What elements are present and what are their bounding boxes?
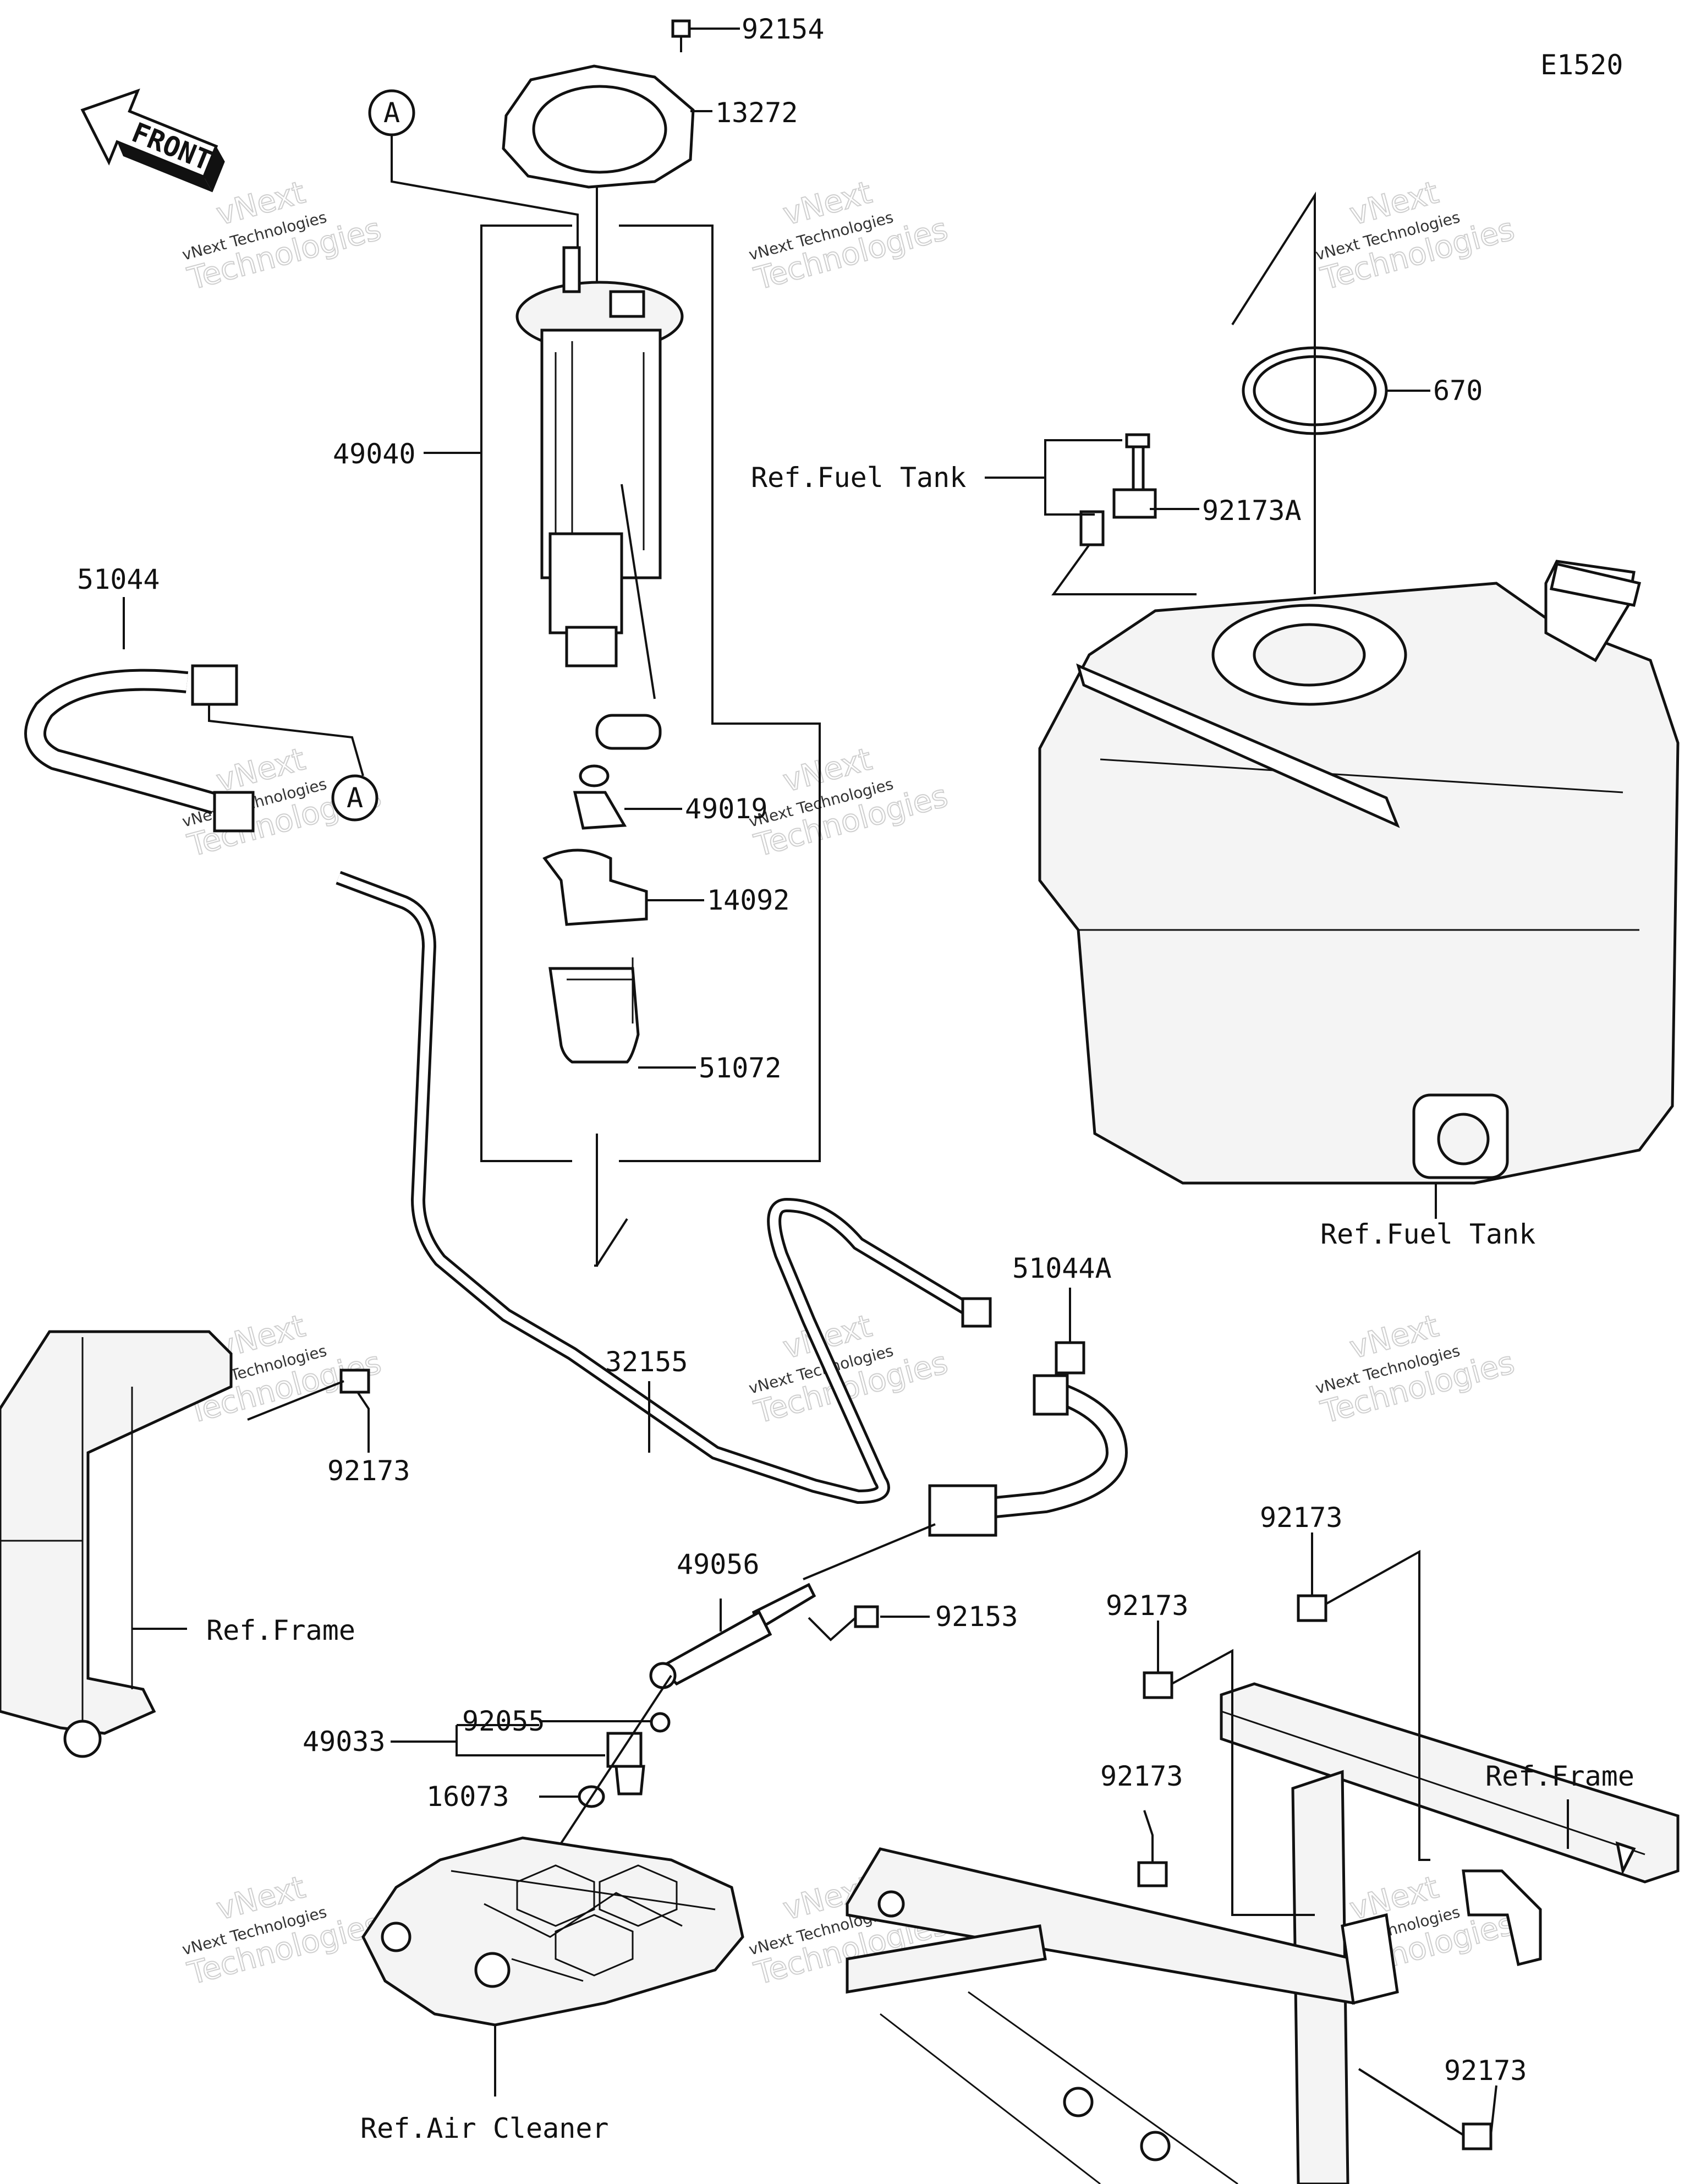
label-92173-top: 92173 [1260, 1502, 1343, 1534]
label-49019: 49019 [685, 793, 768, 825]
ref-fuel-tank-bottom: Ref.Fuel Tank [1320, 1218, 1535, 1250]
ref-air-cleaner: Ref.Air Cleaner [360, 2112, 609, 2144]
label-49040: 49040 [333, 438, 416, 470]
front-arrow-icon: FRONT [80, 88, 225, 193]
label-92173a: 92173A [1202, 495, 1302, 527]
label-670: 670 [1433, 375, 1483, 407]
frame-left [0, 1330, 370, 1758]
label-13272: 13272 [715, 97, 798, 129]
label-51072: 51072 [699, 1052, 782, 1084]
label-92173-mid: 92173 [1106, 1590, 1189, 1622]
fuel-tank [985, 191, 1680, 1219]
air-cleaner [361, 1836, 744, 2097]
label-16073: 16073 [426, 1781, 509, 1813]
hose-51044a [649, 1288, 1128, 1689]
label-92055: 92055 [462, 1705, 545, 1737]
ref-circle-a-top: A [368, 89, 579, 248]
svg-text:A: A [347, 782, 363, 814]
label-92173-bottom: 92173 [1444, 2055, 1527, 2087]
ref-frame-left: Ref.Frame [206, 1614, 355, 1646]
label-92153: 92153 [935, 1601, 1018, 1633]
diagram-code: E1520 [1540, 49, 1623, 81]
ref-frame-right: Ref.Frame [1485, 1760, 1634, 1792]
fuel-pipe-32155 [336, 871, 972, 1504]
part-labels: 92154 13272 49040 670 92173A 51044 49019… [77, 13, 1634, 2144]
injector-49033 [391, 1674, 672, 1861]
label-32155: 32155 [605, 1346, 688, 1378]
label-49056: 49056 [677, 1548, 760, 1580]
label-49033: 49033 [303, 1726, 386, 1758]
label-51044a: 51044A [1012, 1252, 1112, 1284]
label-92173-left: 92173 [327, 1455, 410, 1487]
label-92154: 92154 [742, 13, 825, 45]
label-51044: 51044 [77, 563, 160, 595]
label-92173-lowmid: 92173 [1100, 1760, 1183, 1792]
label-14092: 14092 [707, 884, 790, 916]
frame-right [846, 1532, 1680, 2184]
svg-text:A: A [383, 97, 400, 129]
hose-51044 [24, 597, 255, 833]
ref-fuel-tank-top: Ref.Fuel Tank [751, 462, 966, 494]
fuel-pump-assembly [424, 19, 821, 1267]
ref-circle-a-left: A [208, 688, 378, 822]
